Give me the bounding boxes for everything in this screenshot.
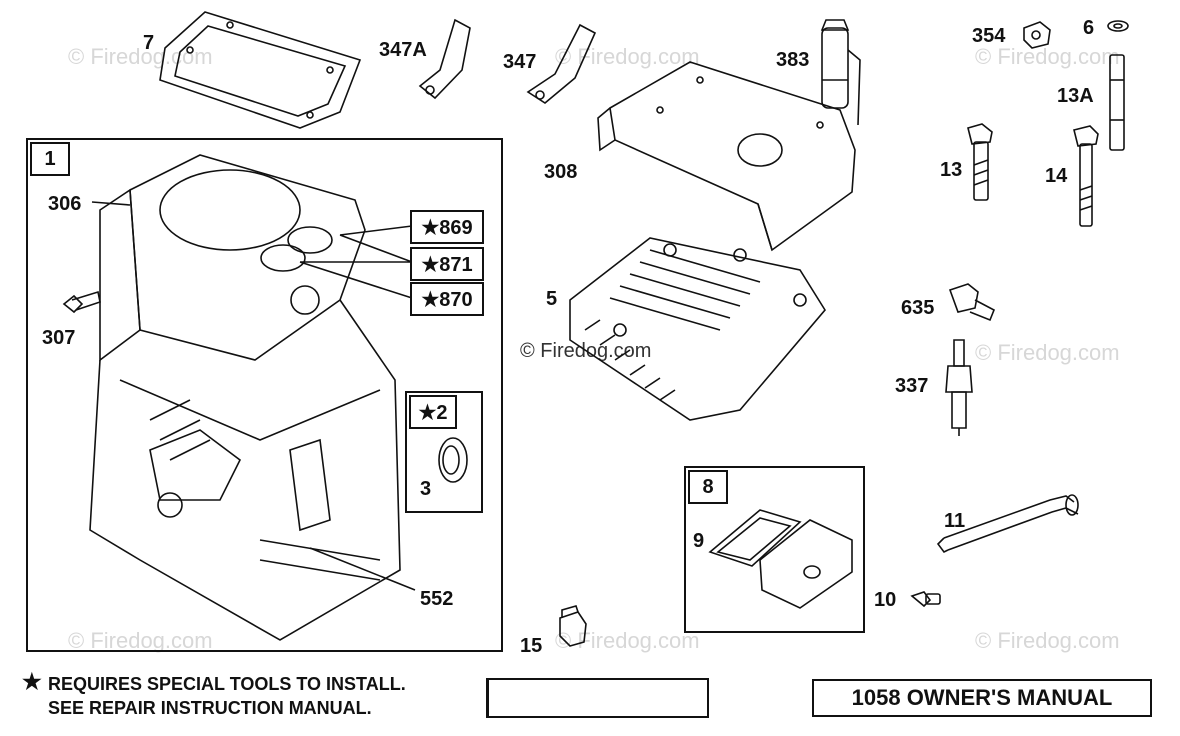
part-label-308[interactable]: 308 [544, 161, 578, 183]
part-label-13[interactable]: 13 [940, 159, 963, 181]
plug-15-drawing [560, 606, 586, 646]
tube-11-drawing [938, 495, 1078, 552]
part-label-337[interactable]: 337 [895, 375, 929, 397]
strap-347-drawing [528, 25, 595, 103]
part-label-383[interactable]: 383 [776, 49, 810, 71]
part-label-354[interactable]: 354 [972, 25, 1006, 47]
part-tag-2[interactable]: ★2 [409, 395, 457, 429]
cover-group-box [684, 466, 865, 633]
engine-block-1-drawing [90, 155, 400, 640]
special-tools-note-line1: REQUIRES SPECIAL TOOLS TO INSTALL. [48, 674, 406, 694]
watermark: © Firedog.com [975, 44, 1120, 69]
engine-block-group-box [26, 138, 503, 652]
seal-3-drawing [439, 438, 467, 482]
owners-manual-label[interactable]: 1058 OWNER'S MANUAL [812, 679, 1152, 717]
part-label-307[interactable]: 307 [42, 327, 76, 349]
part-label-5[interactable]: 5 [546, 288, 558, 310]
elbow-635-drawing [950, 284, 994, 320]
watermark: © Firedog.com [555, 628, 700, 653]
part-label-552[interactable]: 552 [420, 588, 454, 610]
stud-13a-drawing [1110, 55, 1124, 150]
watermark: © Firedog.com [555, 44, 700, 69]
bolt-13-drawing [968, 124, 992, 200]
part-label-13a[interactable]: 13A [1057, 85, 1094, 107]
part-label-347a[interactable]: 347A [379, 39, 427, 61]
part-tag-871[interactable]: ★871 [410, 247, 484, 281]
shield-308-drawing [598, 62, 855, 250]
part-label-10[interactable]: 10 [874, 589, 897, 611]
watermark: © Firedog.com [68, 628, 213, 653]
strap-347a-drawing [420, 20, 470, 98]
part-tag-870[interactable]: ★870 [410, 282, 484, 316]
gasket-7-drawing [160, 12, 360, 128]
washer-6-drawing [1108, 21, 1128, 31]
seal-group-box [405, 391, 483, 513]
nut-354-drawing [1024, 22, 1050, 48]
star-symbol: ★ [22, 669, 42, 694]
bolt-307-drawing [64, 292, 100, 312]
blank-field [486, 678, 709, 718]
cylinder-head-5-drawing [570, 238, 825, 420]
part-tag-8[interactable]: 8 [688, 470, 728, 504]
part-tag-1[interactable]: 1 [30, 142, 70, 176]
screw-10-drawing [912, 592, 940, 606]
part-label-14[interactable]: 14 [1045, 165, 1068, 187]
part-label-9[interactable]: 9 [693, 530, 705, 552]
part-label-7[interactable]: 7 [143, 32, 155, 54]
part-label-11[interactable]: 11 [944, 510, 966, 532]
part-label-6[interactable]: 6 [1083, 17, 1095, 39]
watermark: © Firedog.com [975, 628, 1120, 653]
special-tools-note-line2: SEE REPAIR INSTRUCTION MANUAL. [48, 698, 372, 718]
part-383-drawing [822, 20, 860, 125]
cover-8-drawing [710, 510, 852, 608]
spark-plug-337-drawing [946, 340, 972, 436]
part-label-347[interactable]: 347 [503, 51, 537, 73]
bolt-14-drawing [1074, 126, 1098, 226]
part-label-3[interactable]: 3 [420, 478, 432, 500]
part-tag-869[interactable]: ★869 [410, 210, 484, 244]
part-label-15[interactable]: 15 [520, 635, 543, 657]
part-label-635[interactable]: 635 [901, 297, 935, 319]
watermark: © Firedog.com [975, 340, 1120, 365]
part-label-306[interactable]: 306 [48, 193, 82, 215]
